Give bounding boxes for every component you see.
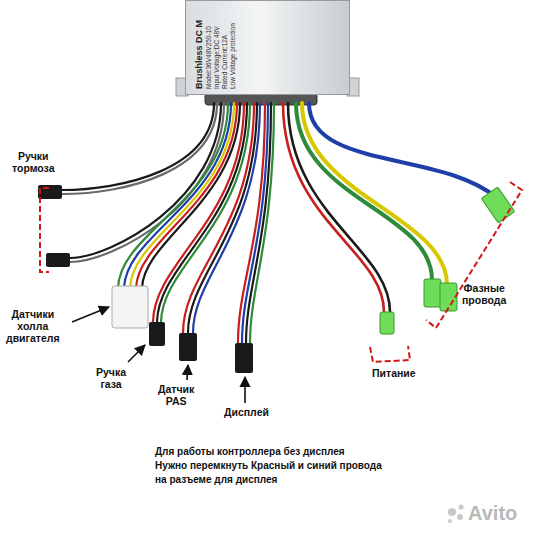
callout-label: Фазные провода bbox=[462, 282, 506, 306]
connector bbox=[424, 279, 441, 307]
bracket bbox=[40, 188, 49, 272]
spec-text: Low Voltage protection bbox=[229, 20, 237, 89]
spec-text: Input Voltage:DC 48V bbox=[213, 20, 221, 89]
connector bbox=[38, 185, 62, 199]
leader-arrow bbox=[244, 377, 246, 403]
connector bbox=[149, 322, 165, 346]
callout-label: Датчики холла двигателя bbox=[6, 308, 60, 344]
watermark-icon bbox=[448, 519, 452, 523]
connector bbox=[235, 343, 253, 373]
note-text: Нужно перемкнуть Красный и синий провода bbox=[155, 460, 382, 472]
spec-text: Brushless DC M bbox=[194, 20, 205, 89]
watermark-icon bbox=[457, 514, 463, 520]
leader-arrow bbox=[72, 307, 109, 322]
label-plate: Brushless DC MModel:36V48V250-10Input Vo… bbox=[194, 20, 237, 89]
note-text: на разъеме для дисплея bbox=[155, 474, 277, 486]
callout-label: Ручка газа bbox=[96, 366, 126, 390]
note-text: Для работы контроллера без дисплея bbox=[155, 446, 345, 458]
connector bbox=[481, 187, 515, 223]
watermark: Avito bbox=[468, 502, 517, 524]
wire bbox=[309, 103, 497, 198]
connector bbox=[38, 185, 515, 373]
leader-arrow bbox=[128, 345, 145, 362]
callout-label: Дисплей bbox=[224, 406, 269, 418]
watermark-icon bbox=[459, 505, 464, 510]
wire bbox=[302, 103, 447, 284]
connector bbox=[112, 286, 148, 328]
bracket bbox=[426, 182, 522, 328]
wire bbox=[238, 103, 265, 343]
spec-text: Model:36V48V250-10 bbox=[205, 20, 213, 89]
connector bbox=[179, 333, 197, 361]
callout-label: Питание bbox=[372, 367, 416, 379]
bracket bbox=[40, 182, 522, 362]
wire bbox=[250, 103, 274, 343]
callout-label: Датчик PAS bbox=[158, 383, 194, 407]
wire bbox=[62, 103, 497, 343]
controller-box: Brushless DC MModel:36V48V250-10Input Vo… bbox=[185, 0, 350, 95]
bracket bbox=[370, 346, 410, 362]
callout-label: Ручки тормоза bbox=[12, 150, 55, 174]
watermark-icon bbox=[448, 505, 464, 524]
watermark-icon bbox=[448, 508, 456, 516]
connector bbox=[380, 312, 394, 334]
wire bbox=[62, 103, 217, 194]
leader-arrow bbox=[187, 365, 188, 380]
wire bbox=[283, 103, 384, 312]
wire bbox=[62, 103, 214, 190]
connector bbox=[46, 253, 70, 267]
spec-text: Rated Current:12A bbox=[221, 20, 229, 89]
wire bbox=[183, 103, 254, 333]
